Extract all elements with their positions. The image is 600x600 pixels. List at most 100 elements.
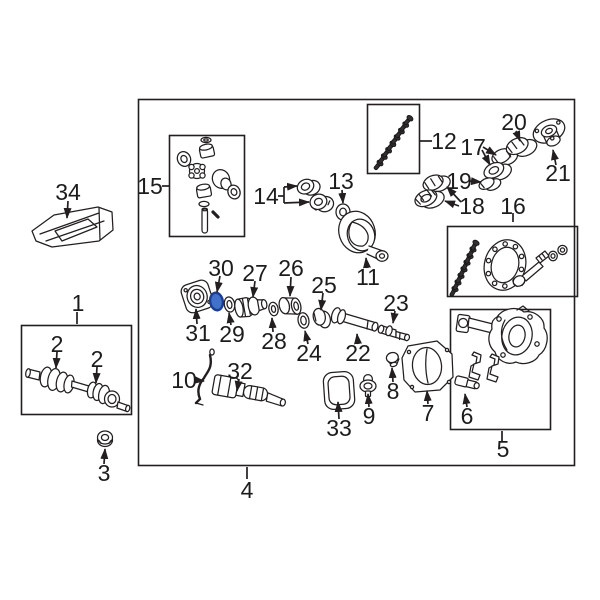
callout-label-29: 29 <box>219 321 245 347</box>
leader-line-30 <box>214 275 223 293</box>
leader-line-24 <box>303 330 312 345</box>
leader-line-20 <box>512 130 521 142</box>
leader-line-33 <box>334 401 343 420</box>
callout-label-13: 13 <box>328 168 354 194</box>
leader-line-26 <box>286 276 295 297</box>
callout-label-21: 21 <box>545 160 571 186</box>
callout-label-31: 31 <box>185 320 211 346</box>
leader-line-2 <box>52 351 61 369</box>
callout-label-6: 6 <box>461 403 474 429</box>
leader-line-28 <box>268 317 277 333</box>
leader-line-25 <box>318 292 327 311</box>
callout-label-8: 8 <box>387 378 400 404</box>
part-11-differential-case <box>338 210 389 262</box>
part-23-shaft-stub <box>377 324 411 342</box>
callout-label-17: 17 <box>460 134 486 160</box>
part-15-internal-gear-kit <box>176 136 241 234</box>
leader-line-17 <box>482 146 497 156</box>
callout-label-27: 27 <box>242 260 268 286</box>
leader-line-22 <box>354 333 362 345</box>
callout-label-3: 3 <box>98 460 111 486</box>
leader-line-34 <box>63 200 72 219</box>
leader-line-11 <box>363 257 371 269</box>
leader-line-8 <box>388 367 397 383</box>
part-33-cover-gasket <box>322 370 356 411</box>
part-19-bearing-cone <box>478 177 502 191</box>
part-6-sensor <box>454 375 480 390</box>
part-12-bolt-set <box>371 113 415 172</box>
callout-label-30: 30 <box>208 255 234 281</box>
leader-line-27 <box>250 280 259 298</box>
leader-line-3 <box>100 448 109 465</box>
part-22-intermediate-shaft <box>330 307 379 332</box>
part-34-skid-plate <box>31 206 114 248</box>
callout-label-18: 18 <box>459 193 485 219</box>
part-20-pinion-bearing <box>505 137 538 157</box>
callout-label-9: 9 <box>363 403 376 429</box>
callout-label-25: 25 <box>311 272 337 298</box>
callout-label-11: 11 <box>356 264 380 290</box>
callout-label-28: 28 <box>261 328 287 354</box>
callout-label-12: 12 <box>431 128 457 154</box>
part-1-cv-axle-shaft <box>25 366 131 413</box>
part-27-output-shaft <box>234 296 268 318</box>
part-26-bearing <box>278 296 302 315</box>
callout-label-34: 34 <box>55 179 81 205</box>
part-16-ring-and-pinion <box>447 238 568 299</box>
part-25-bearing-ring <box>312 307 332 329</box>
ring-gear <box>483 239 527 291</box>
callout-layer: 1223456789101112131415161718192021222324… <box>51 109 571 503</box>
callout-label-1: 1 <box>72 290 85 316</box>
part-28-ring <box>268 301 279 317</box>
callout-label-23: 23 <box>383 290 409 316</box>
part-14-bearing-and-nut <box>296 178 335 213</box>
part-24-ring <box>297 312 310 329</box>
callout-label-22: 22 <box>345 340 371 366</box>
leader-line-6 <box>462 393 471 408</box>
leader-line-31 <box>192 308 201 325</box>
leader-line-14 <box>283 198 310 207</box>
group-box-16 <box>446 225 579 298</box>
callout-label-32: 32 <box>227 358 253 384</box>
part-17-bearing-cup-set <box>483 148 519 181</box>
leader-line-17 <box>481 149 491 166</box>
part-7-differential-cover <box>401 340 454 393</box>
leader-line-18 <box>446 186 462 203</box>
callout-label-26: 26 <box>278 255 304 281</box>
callout-label-7: 7 <box>422 400 435 426</box>
leader-line-32 <box>234 378 243 392</box>
leader-line-23 <box>390 310 399 324</box>
main-diagram-border <box>137 98 576 467</box>
part-5-axle-housing-assembly <box>454 305 548 390</box>
pinion-gear-shaft <box>512 244 568 288</box>
part-30-oring-highlighted <box>208 291 225 312</box>
callout-label-33: 33 <box>326 415 352 441</box>
leader-line-18 <box>444 200 460 209</box>
callout-label-16: 16 <box>500 193 526 219</box>
leader-line-29 <box>226 312 235 326</box>
callout-label-10: 10 <box>171 367 197 393</box>
callout-label-2: 2 <box>91 346 104 372</box>
housing-bracket <box>468 351 500 383</box>
callout-label-24: 24 <box>296 340 322 366</box>
part-31-bearing-retainer-flange <box>180 279 214 314</box>
part-9-bolt <box>359 373 377 398</box>
leader-line-9 <box>364 393 373 408</box>
callout-label-5: 5 <box>497 436 510 462</box>
leader-line-14 <box>283 182 298 191</box>
part-10-vent-hose <box>194 348 215 406</box>
leader-line-2 <box>92 366 101 384</box>
group-box-1 <box>20 324 133 416</box>
part-18-bearing-set <box>414 174 451 209</box>
leader-line-19 <box>468 177 482 186</box>
callout-label-20: 20 <box>501 109 527 135</box>
leader-line-21 <box>551 149 559 166</box>
callout-label-4: 4 <box>241 477 254 503</box>
part-8-fill-plug <box>385 351 400 368</box>
leader-line-13 <box>338 189 347 204</box>
callout-label-19: 19 <box>446 168 472 194</box>
part-3-axle-nut <box>96 430 114 448</box>
leader-line-7 <box>423 390 432 405</box>
